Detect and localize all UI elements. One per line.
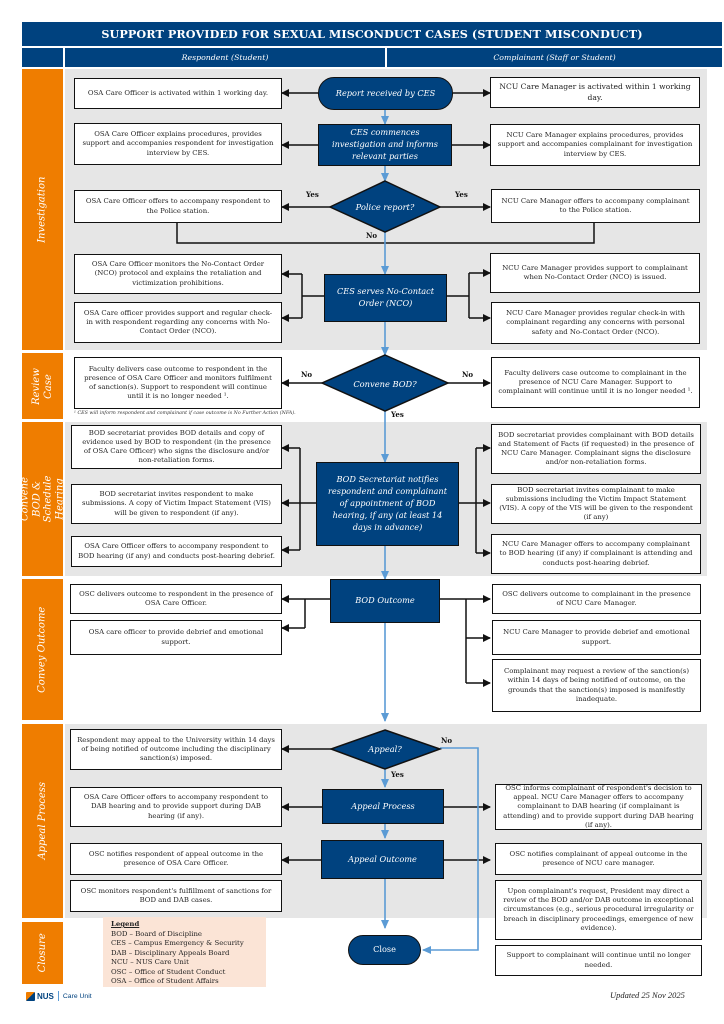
label-convene-no-right: No: [462, 370, 474, 379]
decision-appeal-label: Appeal?: [368, 744, 402, 754]
complainant-box-care-manager-activated: NCU Care Manager is activated within 1 w…: [490, 77, 700, 108]
respondent-box-faculty-outcome: Faculty delivers case outcome to respond…: [74, 357, 282, 409]
respondent-box-investigation-interview: OSA Care Officer explains procedures, pr…: [74, 123, 282, 165]
label-appeal-no: No: [441, 736, 453, 745]
logo-unit: Care Unit: [62, 992, 92, 1000]
node-bod-outcome: BOD Outcome: [330, 579, 440, 623]
stage-review-case: Review Case: [22, 353, 63, 419]
node-close: Close: [348, 935, 421, 965]
header-corner: [22, 48, 63, 67]
legend: Legend BOD – Board of Discipline CES – C…: [103, 917, 266, 987]
respondent-box-bod-details: BOD secretariat provides BOD details and…: [71, 425, 282, 469]
complainant-box-faculty-outcome: Faculty delivers case outcome to complai…: [491, 357, 700, 408]
flow-appeal-no-to-close: [422, 747, 479, 954]
node-bod-notifies: BOD Secretariat notifies respondent and …: [316, 462, 459, 546]
nus-crest-icon: [26, 991, 35, 1001]
complainant-box-nco-support: NCU Care Manager provides support to com…: [490, 253, 700, 293]
label-police-yes-left: Yes: [306, 190, 319, 199]
decision-appeal: [328, 729, 443, 770]
respondent-box-nco-protocol: OSA Care Officer monitors the No-Contact…: [74, 254, 282, 294]
complainant-box-bod-details: BOD secretariat provides complainant wit…: [491, 424, 701, 474]
complainant-box-president-review: Upon complainant's request, President ma…: [495, 880, 702, 940]
respondent-box-appeal-window: Respondent may appeal to the University …: [70, 729, 282, 770]
respondent-box-dab-hearing: OSA Care Officer offers to accompany res…: [70, 787, 282, 827]
label-convene-yes: Yes: [391, 410, 404, 419]
complainant-box-nco-checkin: NCU Care Manager provides regular check-…: [491, 302, 700, 344]
respondent-box-care-officer-activated: OSA Care Officer is activated within 1 w…: [74, 78, 282, 109]
legend-heading: Legend: [111, 920, 140, 928]
legend-item: OSC – Office of Student Conduct: [111, 967, 226, 976]
stage-convey-outcome: Convey Outcome: [22, 579, 63, 720]
label-convene-no-left: No: [301, 370, 313, 379]
logo-divider: [57, 991, 59, 1001]
respondent-box-police-station: OSA Care Officer offers to accompany res…: [74, 190, 282, 223]
node-report-received: Report received by CES: [318, 77, 453, 110]
respondent-box-appeal-outcome: OSC notifies respondent of appeal outcom…: [70, 843, 282, 875]
node-ces-serves-nco: CES serves No-Contact Order (NCO): [324, 274, 447, 322]
legend-item: NCU – NUS Care Unit: [111, 958, 189, 967]
label-police-no: No: [366, 231, 378, 240]
legend-item: CES – Campus Emergency & Security: [111, 939, 244, 948]
legend-item: OSA – Office of Student Affairs: [111, 977, 219, 986]
complainant-box-sanction-review: Complainant may request a review of the …: [492, 659, 701, 712]
column-header-complainant: Complainant (Staff or Student): [387, 48, 722, 67]
node-appeal-process: Appeal Process: [322, 789, 444, 824]
label-police-yes-right: Yes: [455, 190, 468, 199]
stage-convene-bod: Convene BOD & Schedule Hearing: [20, 422, 65, 576]
respondent-box-sanction-monitoring: OSC monitors respondent's fulfillment of…: [70, 880, 282, 912]
respondent-box-osc-outcome: OSC delivers outcome to respondent in th…: [70, 584, 282, 614]
stage-investigation: Investigation: [22, 69, 63, 350]
complainant-box-bod-hearing: NCU Care Manager offers to accompany com…: [491, 534, 701, 574]
decision-convene-bod: [320, 354, 450, 412]
decision-police-report-label: Police report?: [355, 202, 415, 212]
complainant-box-osc-outcome: OSC delivers outcome to complainant in t…: [492, 584, 701, 614]
decision-convene-bod-label: Convene BOD?: [353, 379, 417, 389]
logo-org: NUS: [37, 991, 54, 1001]
node-appeal-outcome: Appeal Outcome: [321, 840, 444, 879]
stage-closure: Closure: [22, 922, 63, 984]
updated-date: Updated 25 Nov 2025: [610, 990, 685, 1000]
respondent-box-debrief: OSA care officer to provide debrief and …: [70, 620, 282, 655]
complainant-box-submissions: BOD secretariat invites complainant to m…: [491, 484, 701, 524]
column-header-respondent: Respondent (Student): [65, 48, 385, 67]
decision-police-report: [328, 180, 442, 233]
complainant-box-appeal-outcome: OSC notifies complainant of appeal outco…: [495, 843, 702, 875]
complainant-box-debrief: NCU Care Manager to provide debrief and …: [492, 620, 701, 655]
complainant-box-police-station: NCU Care Manager offers to accompany com…: [491, 189, 700, 223]
respondent-box-submissions: BOD secretariat invites respondent to ma…: [71, 484, 282, 524]
respondent-box-nco-checkin: OSA Care officer provides support and re…: [74, 302, 282, 343]
complainant-box-dab-hearing: OSC informs complainant of respondent's …: [495, 784, 702, 830]
label-appeal-yes: Yes: [391, 770, 404, 779]
nus-care-unit-logo: NUS Care Unit: [26, 989, 106, 1003]
complainant-box-investigation-interview: NCU Care Manager explains procedures, pr…: [490, 124, 700, 166]
node-ces-commences: CES commences investigation and informs …: [318, 124, 452, 166]
footnote: ¹ CES will inform respondent and complai…: [74, 411, 296, 416]
legend-item: DAB – Disciplinary Appeals Board: [111, 948, 230, 957]
page-title: SUPPORT PROVIDED FOR SEXUAL MISCONDUCT C…: [22, 22, 722, 46]
respondent-box-bod-hearing: OSA Care Officer offers to accompany res…: [71, 536, 282, 567]
legend-item: BOD – Board of Discipline: [111, 929, 202, 938]
stage-appeal-process: Appeal Process: [22, 724, 63, 918]
complainant-box-continued-support: Support to complainant will continue unt…: [495, 945, 702, 976]
